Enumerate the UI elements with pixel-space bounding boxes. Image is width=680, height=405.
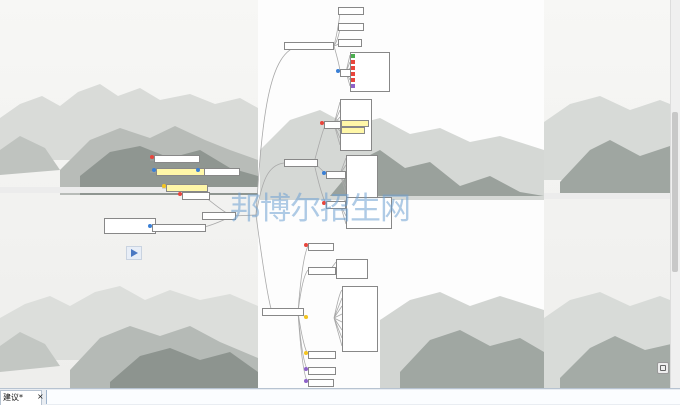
- topic-node[interactable]: [341, 127, 365, 134]
- topic-node[interactable]: [338, 7, 364, 15]
- landscape-background: [0, 0, 680, 388]
- priority-marker: [178, 192, 182, 196]
- topic-node[interactable]: [326, 201, 346, 209]
- topic-node[interactable]: [262, 308, 304, 316]
- topic-node[interactable]: [166, 184, 208, 192]
- scrollbar-thumb[interactable]: [672, 112, 678, 272]
- priority-marker: [152, 168, 156, 172]
- task-marker: [351, 84, 355, 88]
- topic-node[interactable]: [338, 23, 364, 31]
- topic-node[interactable]: [284, 159, 318, 167]
- priority-marker: [322, 171, 326, 175]
- topic-node[interactable]: [204, 168, 240, 176]
- priority-marker: [148, 224, 152, 228]
- topic-node[interactable]: [202, 212, 236, 220]
- topic-node[interactable]: [156, 168, 208, 176]
- watermark-text: 邦博尔招生网: [230, 191, 411, 227]
- topic-node[interactable]: [154, 155, 200, 163]
- priority-marker: [304, 367, 308, 371]
- task-marker: [351, 54, 355, 58]
- priority-marker: [304, 315, 308, 319]
- topic-group[interactable]: [342, 286, 378, 352]
- topic-node[interactable]: [308, 379, 334, 387]
- tab-close-icon[interactable]: ×: [37, 392, 44, 401]
- topic-node[interactable]: [308, 367, 336, 375]
- priority-marker: [304, 243, 308, 247]
- priority-marker: [162, 184, 166, 188]
- topic-node[interactable]: [338, 39, 362, 47]
- topic-node[interactable]: [152, 224, 206, 232]
- task-marker: [351, 72, 355, 76]
- task-marker: [351, 78, 355, 82]
- topic-node[interactable]: [308, 267, 336, 275]
- topic-group[interactable]: [336, 259, 368, 279]
- task-marker: [351, 66, 355, 70]
- topic-node[interactable]: [341, 120, 369, 127]
- topic-group[interactable]: [350, 52, 390, 92]
- priority-marker: [150, 155, 154, 159]
- topic-node[interactable]: [308, 351, 336, 359]
- fullscreen-icon[interactable]: [657, 362, 669, 374]
- topic-node[interactable]: [284, 42, 334, 50]
- task-marker: [351, 60, 355, 64]
- topic-group[interactable]: [346, 197, 392, 229]
- priority-marker: [322, 201, 326, 205]
- priority-marker: [320, 121, 324, 125]
- topic-node[interactable]: [308, 243, 334, 251]
- tab-document[interactable]: 建议*: [0, 390, 42, 405]
- topic-node[interactable]: [326, 171, 346, 179]
- priority-marker: [336, 69, 340, 73]
- tab-strip: [46, 390, 680, 404]
- topic-node[interactable]: [182, 192, 210, 200]
- topic-group[interactable]: [346, 155, 378, 199]
- priority-marker: [304, 379, 308, 383]
- play-icon[interactable]: [126, 246, 142, 260]
- priority-marker: [304, 351, 308, 355]
- priority-marker: [196, 168, 200, 172]
- tab-label: 建议*: [3, 393, 23, 402]
